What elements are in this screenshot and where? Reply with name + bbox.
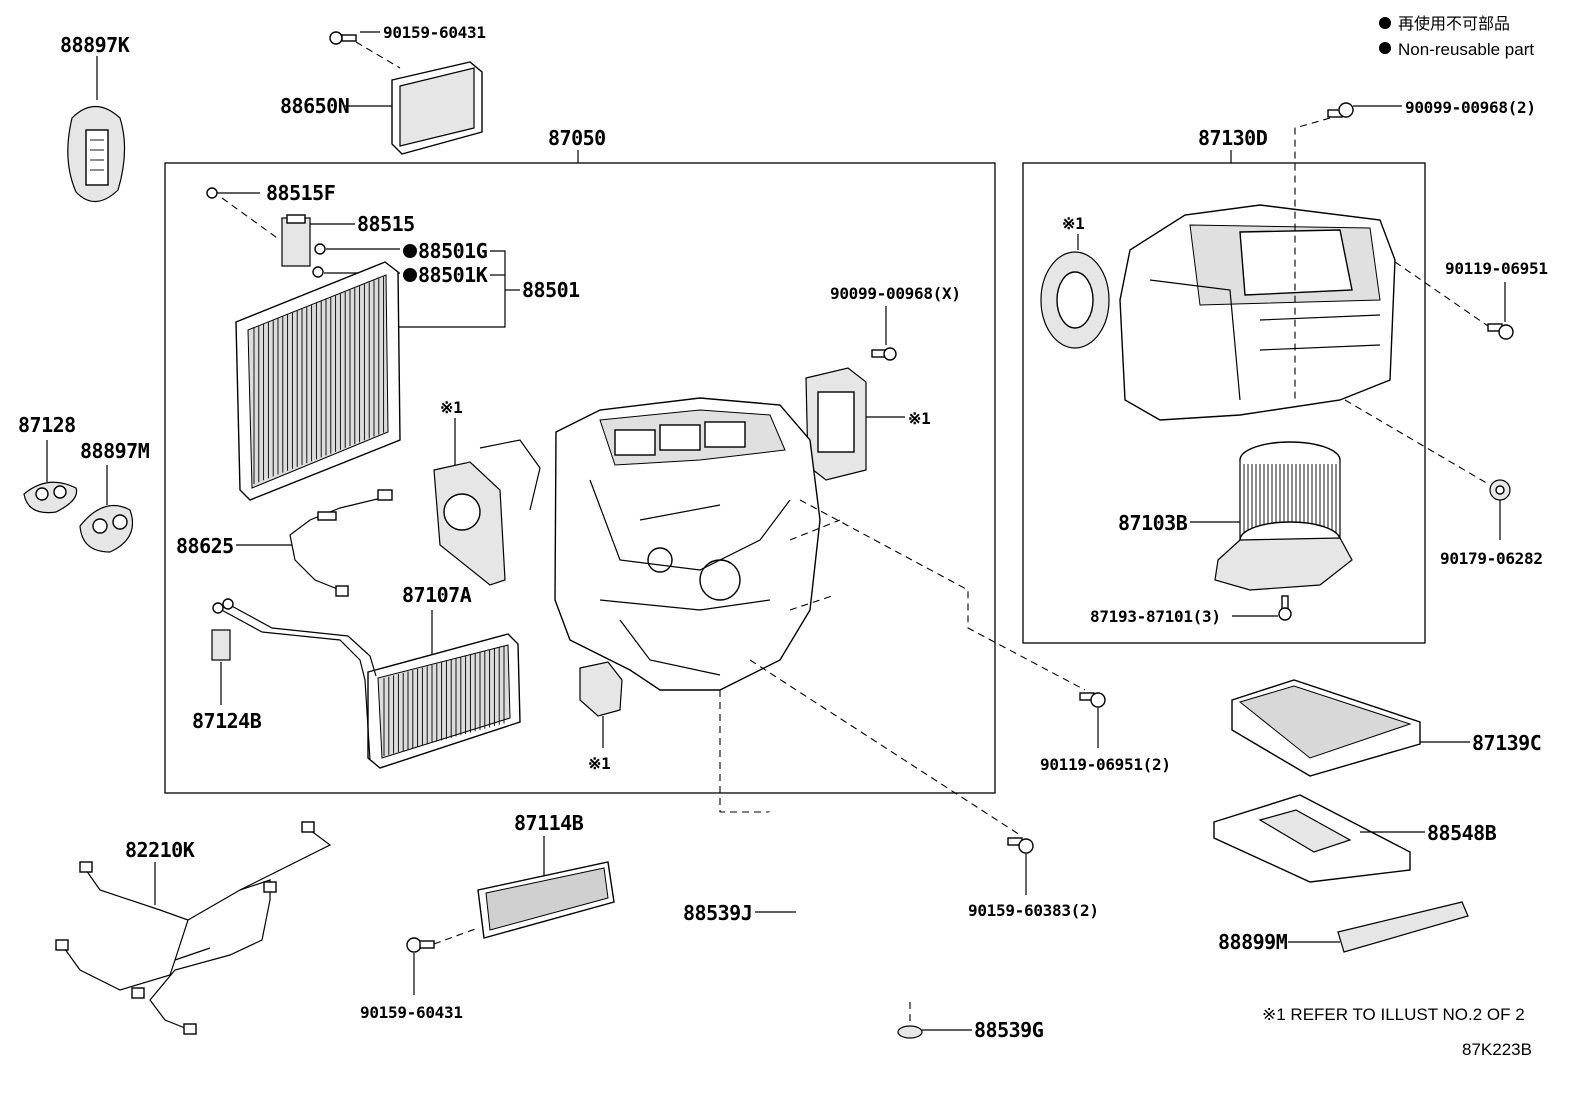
part-88515F: [206, 187, 281, 241]
part-90119-06951: [1487, 323, 1514, 340]
part-88501K: [312, 266, 417, 282]
callout-87128: 87128: [18, 413, 76, 437]
part-87139C-filter: [1231, 679, 1470, 777]
callout-87114B: 87114B: [514, 811, 584, 835]
callout-88897K: 88897K: [60, 33, 130, 57]
ref1-actuator-lower: ※1: [588, 754, 610, 773]
part-87124B: [211, 629, 231, 705]
callout-90119-06951: 90119-06951: [1445, 259, 1548, 278]
part-actuator-left: [433, 461, 506, 586]
callout-90159-60431-bot: 90159-60431: [360, 1003, 463, 1022]
part-88501-evaporator: [235, 261, 401, 501]
part-87107A-heater-core: [212, 598, 521, 769]
group-box-87050: [164, 162, 996, 794]
non-reusable-bullet-icon: [403, 268, 417, 282]
part-87103B-blower-motor: [1214, 441, 1353, 591]
callout-88515: 88515: [357, 212, 415, 236]
callout-88548B: 88548B: [1427, 821, 1497, 845]
part-90179-06282: [1489, 479, 1511, 540]
ref1-actuator-upper: ※1: [908, 409, 930, 428]
part-blower-disc: [1040, 251, 1110, 349]
callout-90099-00968-2: 90099-00968(2): [1405, 98, 1536, 117]
callout-88501G: 88501G: [418, 239, 488, 263]
non-reusable-bullet-icon: [403, 244, 417, 258]
part-87050-housing: [479, 397, 821, 691]
part-87114B-duct: [477, 861, 615, 939]
callout-90179-06282: 90179-06282: [1440, 549, 1543, 568]
callout-88625: 88625: [176, 534, 234, 558]
part-90119-06951-2: [1079, 692, 1106, 748]
callout-88899M: 88899M: [1218, 930, 1288, 954]
callout-87107A: 87107A: [402, 583, 472, 607]
callout-87130D: 87130D: [1198, 126, 1268, 150]
part-87128: [23, 481, 78, 514]
callout-88897M: 88897M: [80, 439, 150, 463]
legend-english: Non-reusable part: [1398, 40, 1534, 59]
part-90099-00968-2: [1294, 102, 1402, 400]
callout-88539J: 88539J: [683, 901, 752, 925]
callout-88501K: 88501K: [418, 263, 488, 287]
part-90159-60383-2: [1007, 837, 1034, 895]
bullet-icon: [1379, 17, 1391, 29]
callout-90159-60383-2: 90159-60383(2): [968, 901, 1099, 920]
part-90099-00968X: [871, 306, 897, 361]
callout-82210K: 82210K: [125, 838, 195, 862]
bullet-icon: [1379, 42, 1391, 54]
diagram-code: 87K223B: [1462, 1040, 1532, 1059]
part-90159-60431-screw-top: [329, 31, 401, 69]
part-actuator-upper: [805, 367, 905, 481]
callout-90099-00968X: 90099-00968(X): [830, 284, 961, 303]
part-88899M-cover: [1288, 901, 1469, 953]
refer-note: ※1 REFER TO ILLUST NO.2 OF 2: [1262, 1005, 1525, 1024]
ref1-blower-disc: ※1: [1062, 214, 1084, 233]
callout-87139C: 87139C: [1472, 731, 1541, 755]
part-88548B-tray: [1213, 794, 1425, 883]
legend: 再使用不可部品 Non-reusable part: [1379, 14, 1534, 59]
callout-90159-60431-top: 90159-60431: [383, 23, 486, 42]
callout-90119-06951-2: 90119-06951(2): [1040, 755, 1171, 774]
callout-87050: 87050: [548, 126, 606, 150]
part-90159-60431-screw-bot: [406, 927, 479, 995]
part-87130D-housing: [1119, 204, 1396, 421]
part-88539G: [897, 1002, 972, 1039]
callout-88650N: 88650N: [280, 94, 349, 118]
part-88625: [236, 489, 393, 597]
part-82210K-harness: [55, 821, 332, 1035]
group-box-87130D: [1022, 162, 1426, 644]
legend-japanese: 再使用不可部品: [1398, 14, 1510, 33]
callout-88501: 88501: [522, 278, 580, 302]
callout-87103B: 87103B: [1118, 511, 1188, 535]
part-88539J-hose: [755, 811, 912, 993]
part-88515: [281, 214, 355, 267]
part-88897M: [79, 505, 134, 553]
part-87193-87101: [1278, 595, 1292, 621]
callout-88515F: 88515F: [266, 181, 335, 205]
ref1-actuator-left: ※1: [440, 398, 462, 417]
part-88897K: [67, 56, 126, 203]
part-actuator-lower: [579, 661, 623, 748]
callout-88539G: 88539G: [974, 1018, 1044, 1042]
callout-87193-87101-3: 87193-87101(3): [1090, 607, 1221, 626]
part-88650N: [345, 61, 483, 155]
part-88501G: [314, 243, 417, 258]
callout-87124B: 87124B: [192, 709, 262, 733]
